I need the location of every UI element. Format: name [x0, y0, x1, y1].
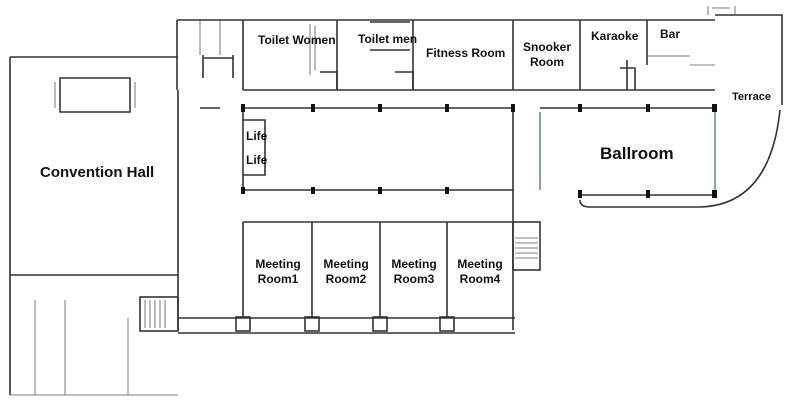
- label-meeting-room-2: Meeting: [323, 257, 368, 271]
- label-meeting-room-1-num: Room1: [258, 272, 299, 286]
- label-meeting-room-2-num: Room2: [326, 272, 367, 286]
- label-meeting-room-1: Meeting: [255, 257, 300, 271]
- lower-left-area: [10, 221, 541, 396]
- label-snooker-room-1: Snooker: [523, 40, 571, 54]
- label-meeting-room-3-num: Room3: [394, 272, 435, 286]
- label-bar: Bar: [660, 27, 680, 41]
- ballroom-walls: [539, 108, 781, 208]
- label-fitness-room: Fitness Room: [426, 46, 505, 60]
- label-convention-hall: Convention Hall: [40, 164, 154, 181]
- label-lift-1: Life: [246, 129, 268, 143]
- top-rooms-walls: [176, 19, 715, 91]
- terrace-walls: [707, 6, 783, 105]
- label-meeting-room-4: Meeting: [457, 257, 502, 271]
- columns: [241, 104, 717, 198]
- label-terrace: Terrace: [732, 91, 771, 103]
- convention-hall-walls: [9, 56, 178, 395]
- label-meeting-room-4-num: Room4: [460, 272, 501, 286]
- label-snooker-room-2: Room: [530, 55, 564, 69]
- label-ballroom: Ballroom: [600, 144, 674, 163]
- meeting-rooms-walls: [178, 190, 515, 334]
- label-toilet-women: Toilet Women: [258, 33, 336, 47]
- label-lift-2: Life: [246, 153, 268, 167]
- label-toilet-men: Toilet men: [358, 32, 417, 46]
- label-karaoke: Karaoke: [591, 29, 639, 43]
- label-meeting-room-3: Meeting: [391, 257, 436, 271]
